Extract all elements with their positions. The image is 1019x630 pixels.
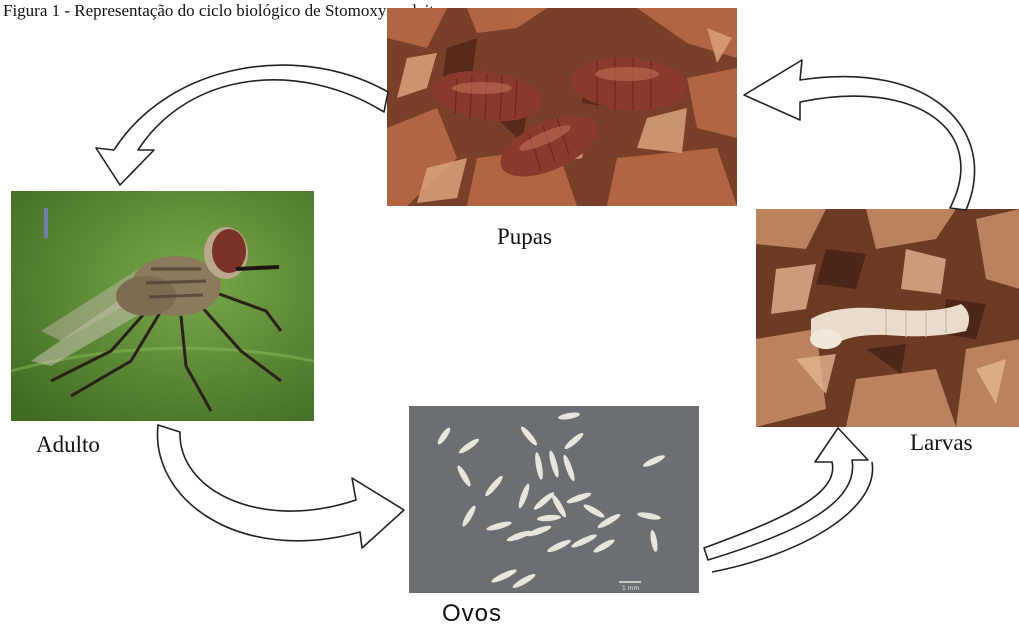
eggs-label: Ovos	[442, 600, 502, 628]
scale-bar-label: 1 mm	[622, 585, 640, 592]
adult-label: Adulto	[36, 432, 100, 458]
eggs-photo: 1 mm	[409, 406, 699, 593]
arrow-adult-to-eggs	[158, 425, 404, 548]
pupae-photo	[387, 8, 737, 206]
larva-label: Larvas	[910, 430, 973, 456]
scale-bar	[44, 208, 48, 238]
arrow-pupae-to-adult	[96, 65, 388, 185]
larva-photo	[756, 209, 1019, 427]
adult-fly-photo	[11, 191, 314, 421]
arrow-larva-to-pupae	[744, 60, 975, 210]
arrow-eggs-to-larva	[704, 428, 868, 560]
pupae-label: Pupas	[497, 224, 552, 250]
